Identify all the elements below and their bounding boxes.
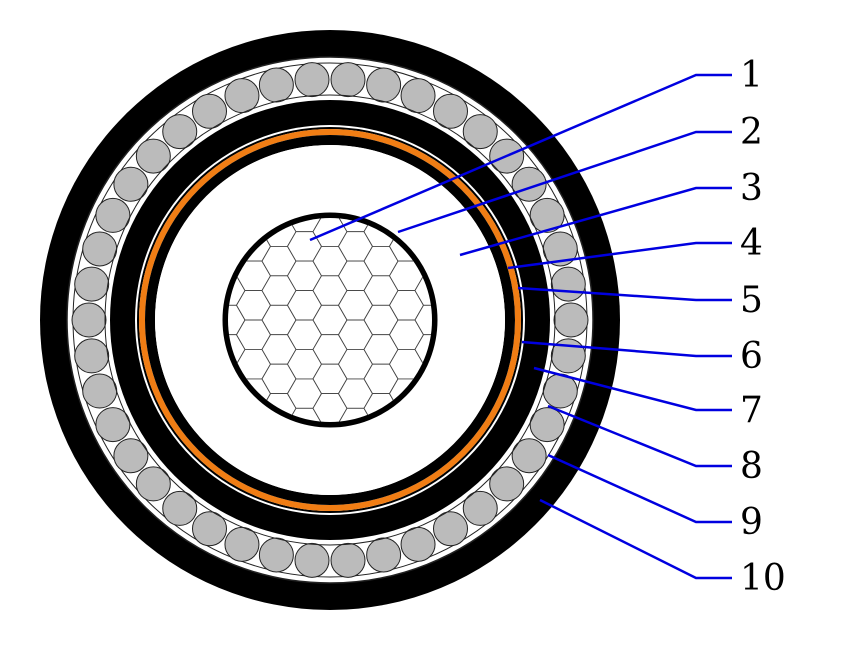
- armour-wire: [511, 166, 547, 202]
- leader-line-5: [517, 286, 732, 302]
- callout-label-4: 4: [740, 223, 763, 264]
- armour-wire: [433, 93, 468, 129]
- armour-wire: [71, 302, 107, 338]
- armour-wire-ring: [71, 62, 589, 578]
- copper-tape-outer-line: [137, 127, 523, 513]
- callout-label-8: 8: [740, 446, 763, 487]
- bedding-outer-line: [104, 94, 556, 546]
- armour-wire: [192, 93, 227, 129]
- leader-line-9: [547, 453, 732, 524]
- armour-wire: [162, 114, 198, 150]
- armour-wire: [366, 67, 402, 103]
- callout-label-6: 6: [740, 336, 763, 377]
- leader-line-7: [533, 366, 732, 412]
- callout-label-2: 2: [740, 112, 763, 153]
- armour-wire: [489, 466, 525, 502]
- armour-wire: [400, 526, 436, 562]
- armour-wire: [113, 438, 149, 474]
- leader-line-8: [547, 404, 732, 468]
- leader-line-4: [507, 241, 732, 270]
- armour-wire: [529, 197, 565, 233]
- callout-label-3: 3: [740, 168, 763, 209]
- armour-wire: [224, 78, 260, 114]
- armour-wire: [366, 537, 402, 573]
- callouts: 1 2 3 4 5 6 7 8 9 10: [309, 55, 786, 599]
- armour-wire: [135, 466, 171, 502]
- callout-label-7: 7: [740, 390, 763, 431]
- conductor-mesh: [228, 218, 432, 422]
- armour-wire: [135, 138, 171, 174]
- callout-label-10: 10: [740, 558, 786, 599]
- conductor-strand: [414, 334, 432, 365]
- armour-wire: [95, 407, 131, 443]
- callout-label-1: 1: [740, 55, 763, 96]
- callout-label-5: 5: [740, 280, 763, 321]
- armour-wire: [553, 302, 589, 338]
- armour-wire: [74, 338, 110, 374]
- armour-wire: [82, 373, 118, 409]
- leader-line-10: [539, 498, 732, 580]
- armour-wire: [330, 62, 366, 98]
- armour-wire: [82, 231, 118, 267]
- armour-wire: [162, 490, 198, 526]
- armour-wire: [258, 537, 294, 573]
- armour-wire: [462, 114, 498, 150]
- conductor-strand: [414, 275, 432, 306]
- armour-wire: [113, 166, 149, 202]
- armour-wire: [294, 62, 330, 98]
- leader-line-3: [459, 186, 732, 257]
- leader-line-6: [521, 340, 732, 358]
- leader-line-2: [397, 130, 732, 234]
- insulation-screen: [145, 135, 515, 505]
- armour-wire: [550, 266, 586, 302]
- armour-wire: [95, 197, 131, 233]
- armour-wire: [400, 78, 436, 114]
- copper-tape-screen: [139, 129, 521, 511]
- conductor-strand: [414, 304, 432, 336]
- armour-wire: [224, 526, 260, 562]
- armour-wire: [433, 511, 468, 547]
- armour-wire: [294, 542, 330, 578]
- leader-line-1: [309, 73, 732, 242]
- armour-wire: [529, 407, 565, 443]
- armour-wire: [330, 542, 366, 578]
- armour-wire: [258, 67, 294, 103]
- callout-label-9: 9: [740, 502, 763, 543]
- armour-wire: [511, 438, 547, 474]
- armour-wire: [192, 511, 227, 547]
- armour-wire: [462, 490, 498, 526]
- armour-wire: [74, 266, 110, 302]
